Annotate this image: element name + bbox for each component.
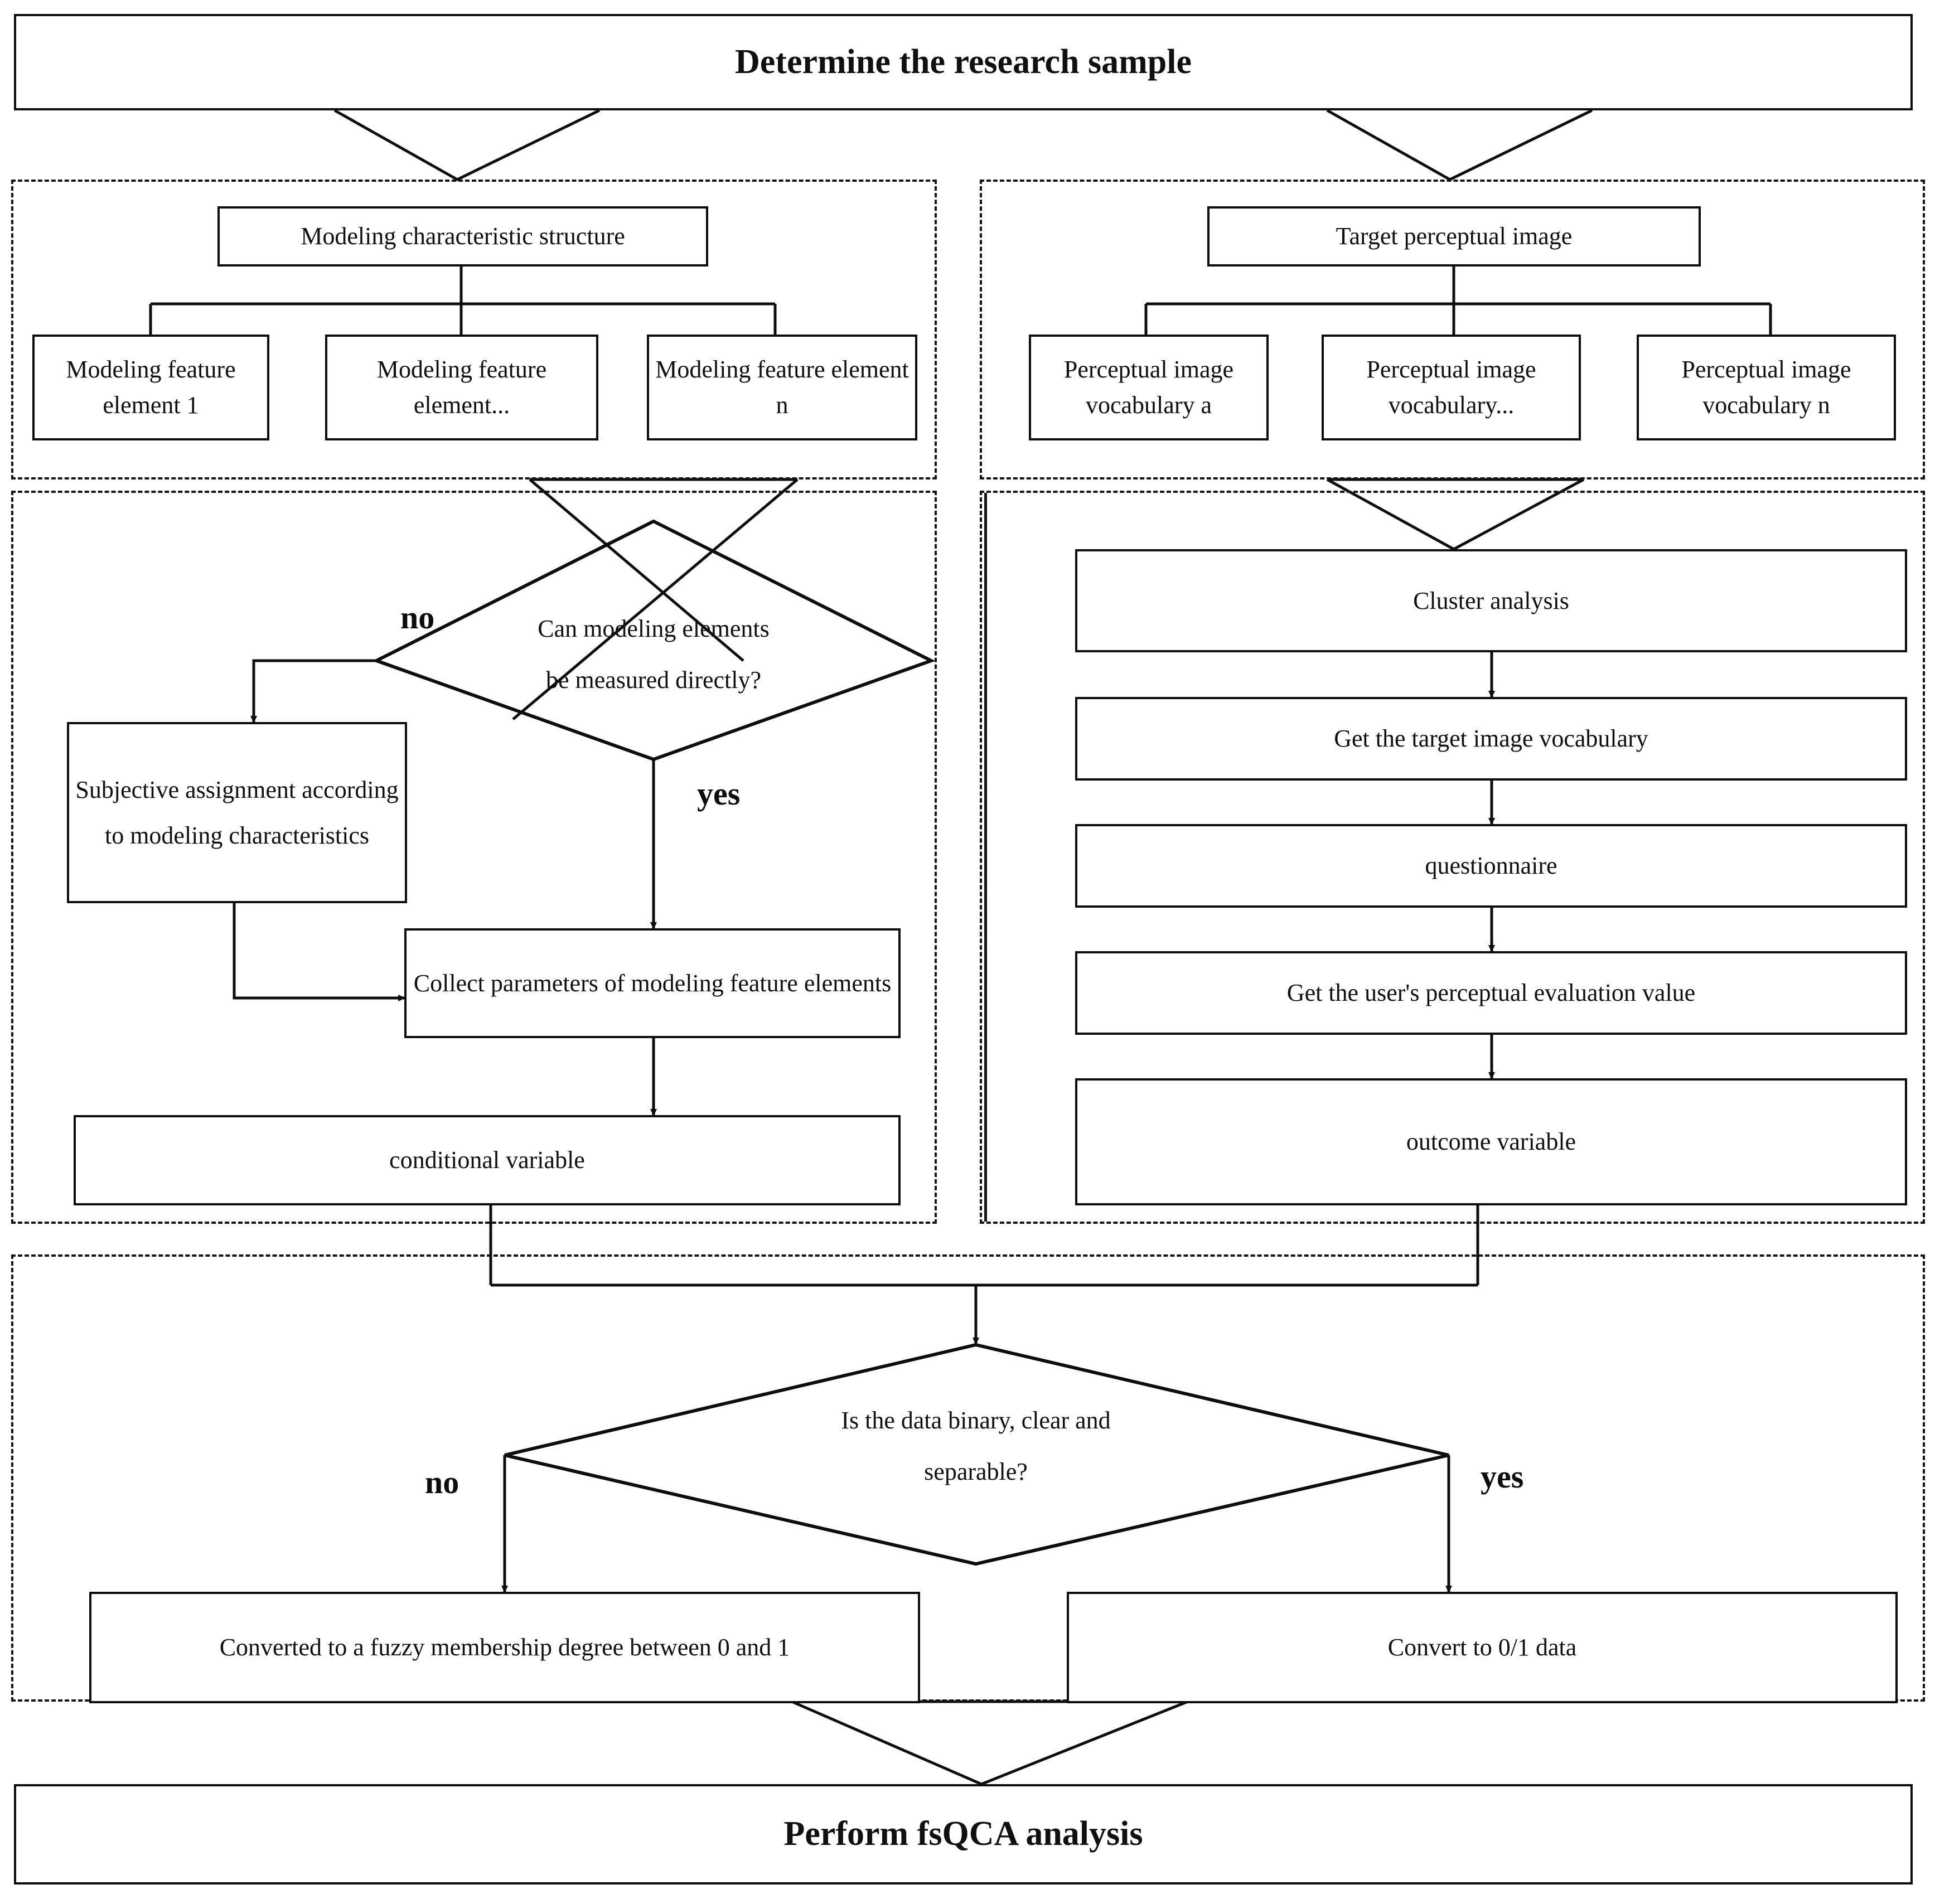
connector-title-to-left <box>333 109 601 181</box>
node-modeling-characteristic-structure[interactable]: Modeling characteristic structure <box>217 206 708 267</box>
connector-bottom-to-final <box>791 1700 1188 1786</box>
node-label: Perceptual image vocabulary a <box>1063 356 1234 419</box>
node-fuzzy-membership[interactable]: Converted to a fuzzy membership degree b… <box>89 1592 920 1703</box>
node-modeling-feature-element-n[interactable]: Modeling feature element n <box>647 335 917 440</box>
decision-modeling-line-2: be measured directly? <box>545 666 762 694</box>
node-get-target-image-vocabulary[interactable]: Get the target image vocabulary <box>1075 697 1907 781</box>
node-label: conditional variable <box>389 1146 585 1174</box>
node-outcome-variable[interactable]: outcome variable <box>1075 1078 1907 1205</box>
panel-outcome-solid-left-edge <box>984 493 987 1222</box>
node-label: Modeling feature element 1 <box>66 356 236 419</box>
node-determine-research-sample[interactable]: Determine the research sample <box>14 14 1913 110</box>
edge-label-yes-modeling: yes <box>697 776 741 812</box>
decision-binary-line-1: Is the data binary, clear and <box>841 1407 1111 1434</box>
decision-modeling-label: Can modeling elements be measured direct… <box>486 603 821 706</box>
node-label: Cluster analysis <box>1413 587 1569 614</box>
node-perceptual-image-vocabulary-n[interactable]: Perceptual image vocabulary n <box>1637 335 1896 440</box>
connector-title-to-right <box>1326 109 1593 181</box>
node-label: Perform fsQCA analysis <box>783 1815 1143 1853</box>
node-label: Modeling feature element... <box>376 356 547 419</box>
node-label: Get the target image vocabulary <box>1334 725 1648 753</box>
node-label: Perceptual image vocabulary n <box>1681 356 1851 419</box>
node-label: Perceptual image vocabulary... <box>1366 356 1536 419</box>
node-label: Modeling feature element n <box>655 356 909 419</box>
node-label: Convert to 0/1 data <box>1387 1634 1577 1661</box>
connector-right-panel-to-cluster <box>1326 478 1585 551</box>
decision-binary-label: Is the data binary, clear and separable? <box>781 1395 1171 1498</box>
node-modeling-feature-element-mid[interactable]: Modeling feature element... <box>325 335 598 440</box>
node-subjective-assignment[interactable]: Subjective assignment according to model… <box>67 722 407 903</box>
edge-label-no-binary: no <box>425 1464 459 1500</box>
decision-diamond-binary <box>504 1343 1449 1566</box>
node-modeling-feature-element-1[interactable]: Modeling feature element 1 <box>32 335 269 440</box>
node-label: Modeling characteristic structure <box>301 222 625 250</box>
node-label: Subjective assignment according to model… <box>75 776 399 849</box>
node-label: Determine the research sample <box>735 42 1192 81</box>
node-conditional-variable[interactable]: conditional variable <box>74 1115 901 1205</box>
edge-no-to-subjective <box>250 659 376 723</box>
node-target-perceptual-image[interactable]: Target perceptual image <box>1207 206 1701 267</box>
edge-label-no-modeling: no <box>400 599 435 636</box>
node-label: outcome variable <box>1406 1128 1576 1156</box>
node-convert-binary[interactable]: Convert to 0/1 data <box>1067 1592 1898 1703</box>
node-perform-fsqca-analysis[interactable]: Perform fsQCA analysis <box>14 1784 1913 1884</box>
edge-subjective-to-collect <box>233 902 405 1001</box>
connector-cross-a <box>529 478 744 662</box>
node-label: Get the user's perceptual evaluation val… <box>1286 979 1696 1007</box>
node-questionnaire[interactable]: questionnaire <box>1075 824 1907 908</box>
node-collect-parameters[interactable]: Collect parameters of modeling feature e… <box>404 928 901 1038</box>
decision-modeling-line-1: Can modeling elements <box>538 615 770 642</box>
node-label: Target perceptual image <box>1336 222 1573 250</box>
node-perceptual-image-vocabulary-a[interactable]: Perceptual image vocabulary a <box>1029 335 1269 440</box>
connector-cross-b <box>512 478 799 720</box>
node-label: Converted to a fuzzy membership degree b… <box>219 1634 790 1661</box>
decision-binary-line-2: separable? <box>924 1458 1028 1486</box>
node-cluster-analysis[interactable]: Cluster analysis <box>1075 549 1907 652</box>
node-perceptual-image-vocabulary-mid[interactable]: Perceptual image vocabulary... <box>1322 335 1581 440</box>
node-get-user-perceptual-evaluation-value[interactable]: Get the user's perceptual evaluation val… <box>1075 951 1907 1035</box>
node-label: Collect parameters of modeling feature e… <box>413 969 892 997</box>
edge-label-yes-binary: yes <box>1481 1459 1524 1495</box>
decision-diamond-modeling <box>372 519 936 762</box>
node-label: questionnaire <box>1425 852 1557 880</box>
